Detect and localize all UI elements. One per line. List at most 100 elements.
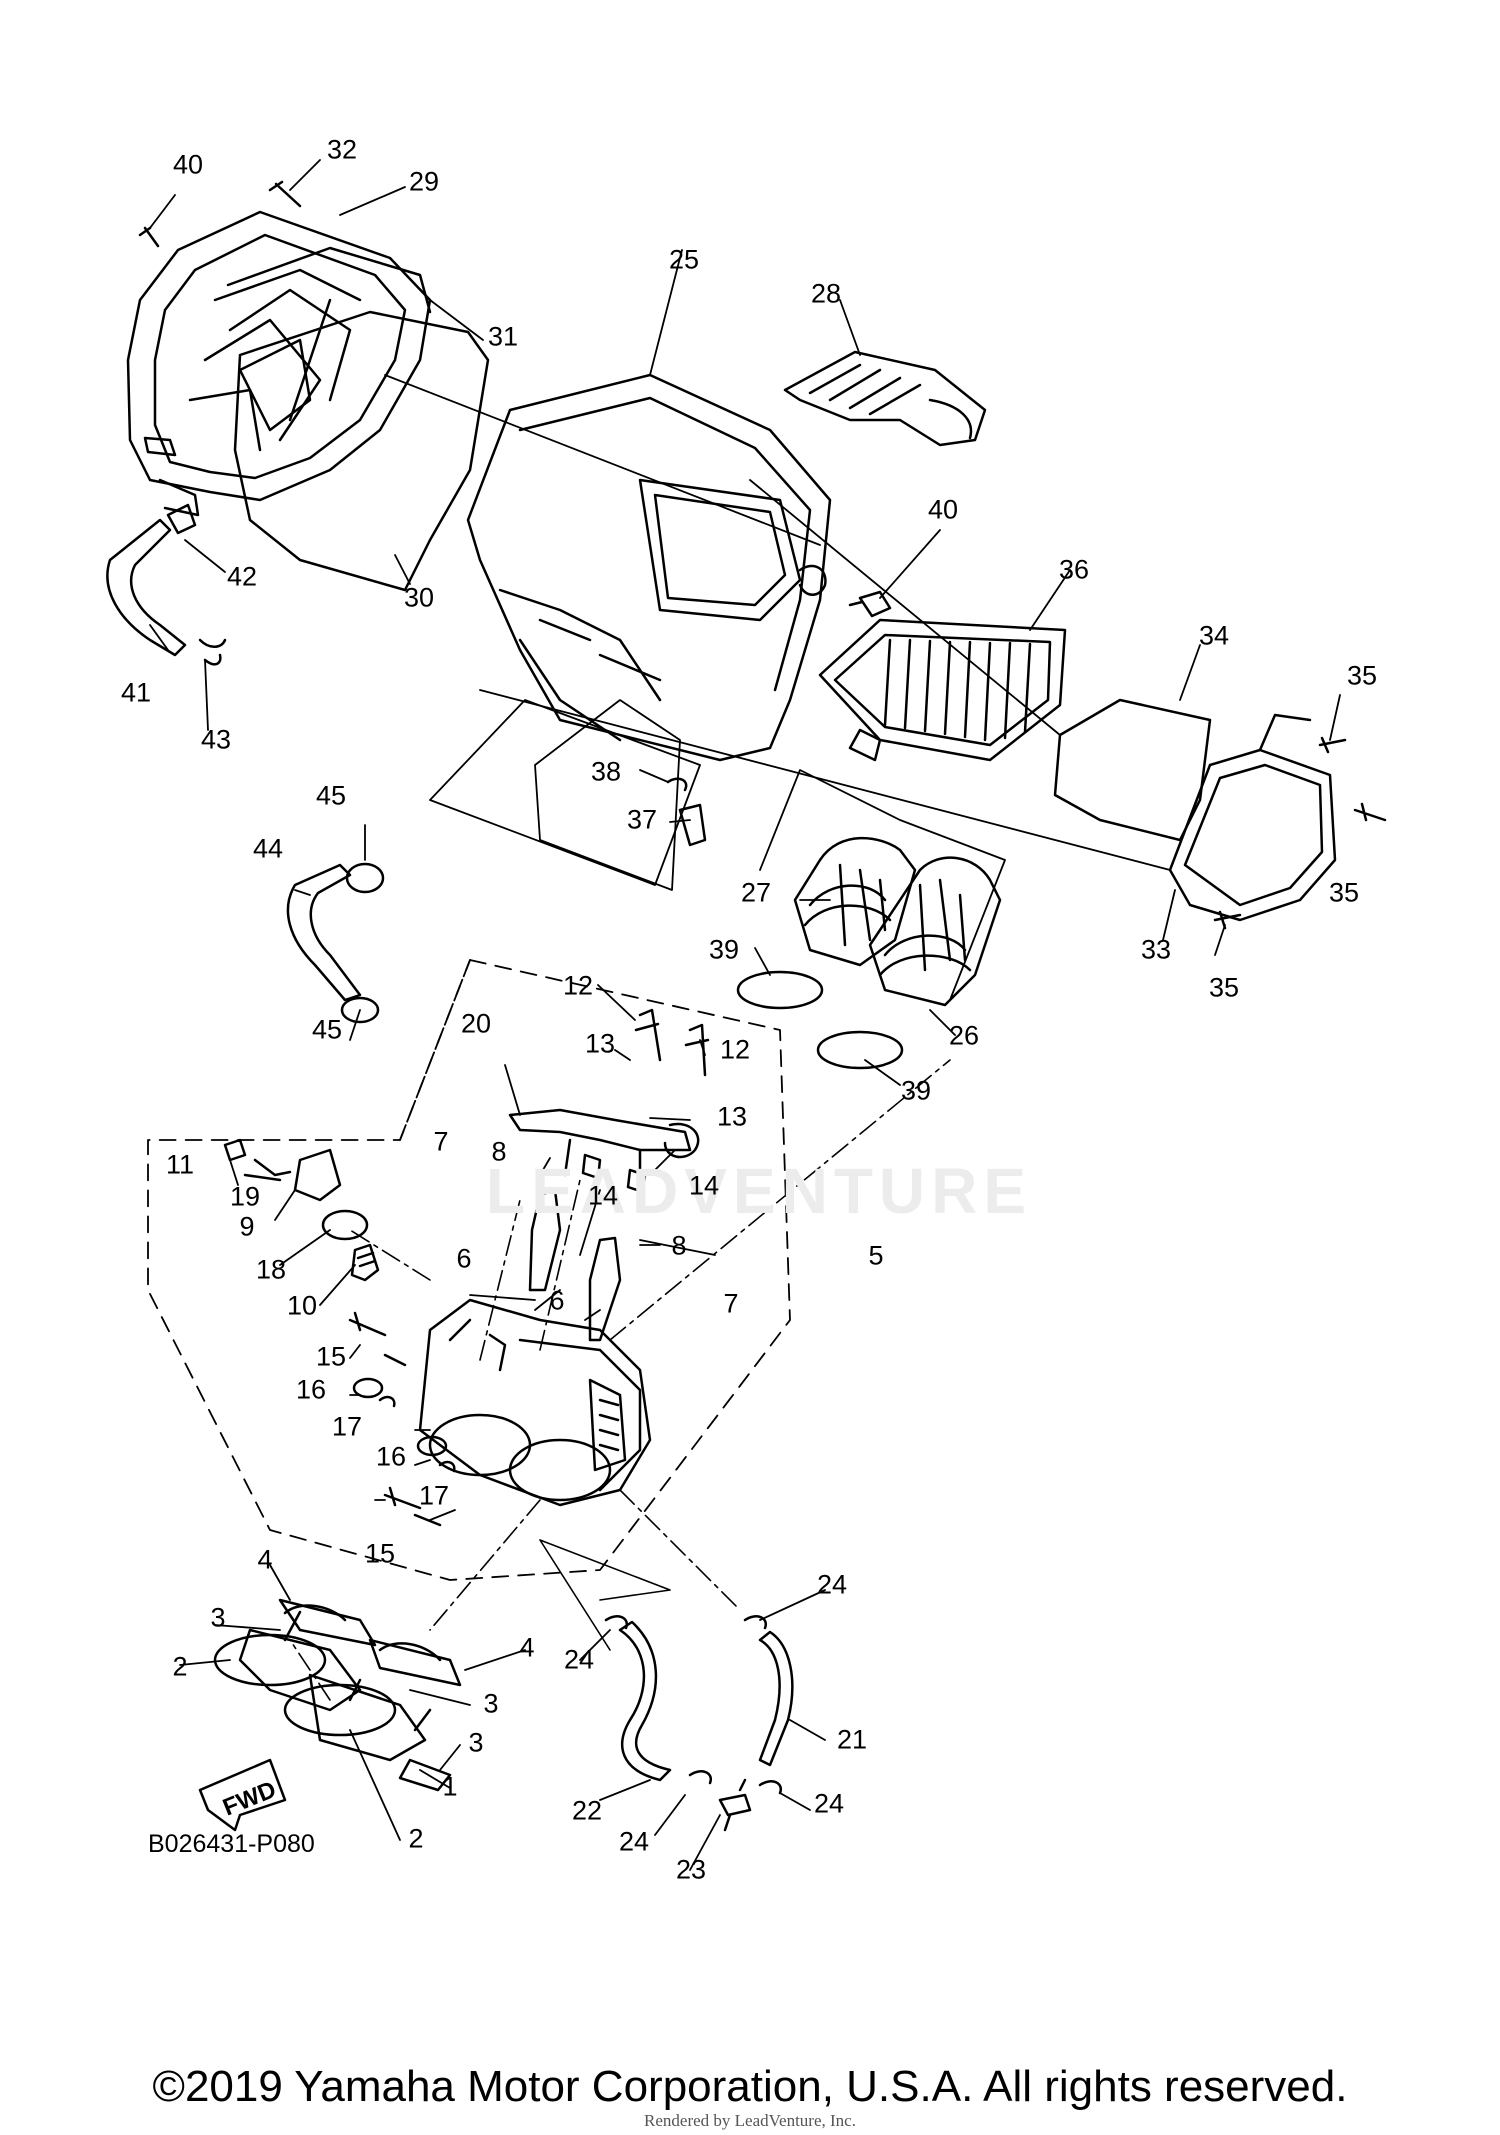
callout-label: 16 — [295, 1374, 327, 1405]
airbox-case-part — [466, 373, 832, 762]
callout-label: 25 — [668, 244, 700, 275]
intake-joint-part — [213, 1598, 462, 1792]
air-filter-part — [818, 618, 1067, 762]
callout-label: 34 — [1198, 620, 1230, 651]
fwd-label: FWD — [219, 1776, 280, 1822]
callout-label: 12 — [719, 1034, 751, 1065]
callout-label: 17 — [418, 1480, 450, 1511]
callout-label: 4 — [257, 1544, 273, 1575]
callout-label: 39 — [900, 1075, 932, 1106]
callout-label: 13 — [584, 1028, 616, 1059]
callout-label: 3 — [210, 1602, 226, 1633]
callout-label: 6 — [456, 1243, 472, 1274]
callout-label: 14 — [587, 1180, 619, 1211]
throttle-assembly-dashed-outline — [147, 959, 791, 1581]
callout-label: 3 — [483, 1688, 499, 1719]
callout-label: 29 — [408, 166, 440, 197]
callout-label: 27 — [740, 877, 772, 908]
callout-label: 16 — [375, 1441, 407, 1472]
callout-label: 39 — [708, 934, 740, 965]
clamp-39b-part — [816, 1030, 904, 1070]
callout-label: 24 — [813, 1788, 845, 1819]
airbox-cover-part — [126, 180, 490, 592]
callout-label: 4 — [519, 1632, 535, 1663]
intake-duct-part — [783, 350, 987, 447]
dash-dot-lines — [289, 1059, 951, 1701]
callout-label: 10 — [286, 1290, 318, 1321]
idle-screw-parts — [348, 1311, 456, 1527]
vacuum-hose-parts — [604, 1615, 794, 1832]
callout-label: 19 — [229, 1181, 261, 1212]
callout-label: 13 — [716, 1101, 748, 1132]
callout-label: 12 — [562, 970, 594, 1001]
clamp-39-part — [736, 970, 824, 1010]
callout-label: 8 — [671, 1230, 687, 1261]
breather-hose-part — [106, 503, 227, 666]
bolt-12b-part — [684, 1023, 710, 1077]
callout-label: 40 — [172, 149, 204, 180]
callout-label: 43 — [200, 724, 232, 755]
callout-label: 21 — [836, 1724, 868, 1755]
callout-label: 18 — [255, 1254, 287, 1285]
callout-label: 3 — [468, 1727, 484, 1758]
callout-label: 30 — [403, 582, 435, 613]
callout-label: 33 — [1140, 934, 1172, 965]
callout-label: 14 — [688, 1170, 720, 1201]
callout-label: 35 — [1346, 660, 1378, 691]
callout-label: 31 — [487, 321, 519, 352]
callout-label: 32 — [326, 134, 358, 165]
callout-label: 28 — [810, 278, 842, 309]
screw-40-part — [848, 590, 892, 618]
leader-lines — [149, 159, 1341, 1871]
callout-label: 24 — [563, 1644, 595, 1675]
callout-label: 5 — [868, 1240, 884, 1271]
intake-funnels-part — [793, 836, 1002, 1007]
callout-label: 35 — [1208, 972, 1240, 1003]
callout-label: 44 — [252, 833, 284, 864]
plug-37-part — [678, 803, 707, 847]
callout-label: 41 — [120, 677, 152, 708]
drain-hose-part — [286, 862, 385, 1024]
fuel-rail-part — [508, 1108, 700, 1194]
screw-35b-part — [1353, 802, 1387, 822]
callout-label: 24 — [816, 1569, 848, 1600]
assembly-outlines — [384, 374, 1171, 1001]
bolt-12-part — [634, 1008, 662, 1062]
callout-label: 8 — [491, 1136, 507, 1167]
callout-label: 17 — [331, 1411, 363, 1442]
callout-label: 15 — [315, 1341, 347, 1372]
callout-label: 26 — [948, 1020, 980, 1051]
callout-label: 1 — [442, 1771, 458, 1802]
callout-label: 45 — [315, 780, 347, 811]
callout-label: 7 — [723, 1288, 739, 1319]
callout-label: 9 — [239, 1211, 255, 1242]
callout-label: 11 — [165, 1149, 195, 1180]
callout-label: 6 — [549, 1285, 565, 1316]
clip-38-part — [666, 777, 688, 792]
callout-label: 2 — [172, 1651, 188, 1682]
fwd-arrow-icon — [198, 1758, 287, 1832]
throttle-body-part — [418, 1298, 652, 1507]
diagram-code: B026431-P080 — [148, 1830, 315, 1858]
callout-label: 37 — [626, 804, 658, 835]
callout-label: 38 — [590, 756, 622, 787]
callout-label: 22 — [571, 1795, 603, 1826]
fuel-injector-part — [528, 1188, 622, 1342]
callout-label: 45 — [311, 1014, 343, 1045]
callout-label: 42 — [226, 561, 258, 592]
callout-label: 40 — [927, 494, 959, 525]
callout-label: 20 — [460, 1008, 492, 1039]
callout-label: 23 — [675, 1854, 707, 1885]
clip-guide-lines — [539, 1539, 671, 1651]
sensor-assembly-part — [223, 1138, 380, 1282]
render-credit: Rendered by LeadVenture, Inc. — [644, 2111, 856, 2130]
airbox-side-cover-part — [1168, 713, 1337, 922]
callout-label: 7 — [433, 1126, 449, 1157]
callout-label: 35 — [1328, 877, 1360, 908]
watermark: LEADVENTURE — [486, 1155, 1033, 1227]
callout-label: 2 — [408, 1823, 424, 1854]
callout-label: 24 — [618, 1826, 650, 1857]
callout-label: 15 — [364, 1538, 396, 1569]
cover-gasket-part — [1053, 698, 1212, 842]
